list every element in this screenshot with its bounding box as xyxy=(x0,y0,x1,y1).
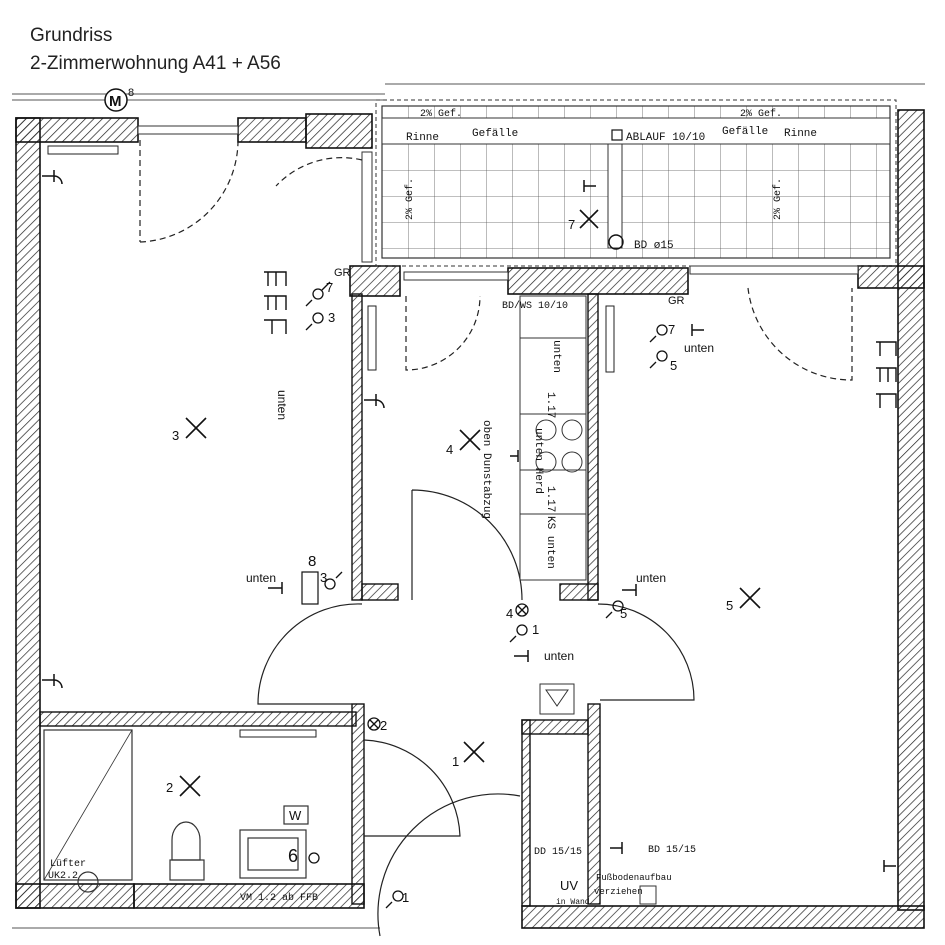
outlet-group-icons xyxy=(264,271,897,408)
switch-number-5b: 5 xyxy=(620,606,627,621)
balcony-slope-side-right: 2% Gef. xyxy=(772,178,784,220)
page-subtitle: 2-Zimmerwohnung A41 + A56 xyxy=(30,53,281,74)
meter-letter: M xyxy=(109,93,122,110)
balcony-light-number: 7 xyxy=(568,217,575,232)
exterior-walls xyxy=(15,109,925,929)
gr-right-label: GR xyxy=(668,295,685,307)
dd-left-label: DD 15/15 xyxy=(534,846,582,858)
unten-bed-top: unten xyxy=(636,571,666,585)
floor-build-label: Fußbodenaufbau xyxy=(596,873,672,883)
kitchen-unten-1: unten xyxy=(550,340,562,373)
radiator-icons xyxy=(47,145,615,738)
kitchen-height-2: 1.17 xyxy=(544,486,556,512)
switch-icons xyxy=(305,281,668,909)
meter-icon xyxy=(104,88,128,112)
room-number-4: 4 xyxy=(446,442,453,457)
switch-number-7a: 7 xyxy=(326,280,333,295)
room-number-5: 5 xyxy=(726,598,733,613)
switch-number-2: 2 xyxy=(380,718,387,733)
kitchen-unten-herd: unten Herd xyxy=(532,428,544,494)
kitchen-counter xyxy=(519,295,587,581)
washer-number: 6 xyxy=(288,846,298,866)
unten-hall: unten xyxy=(544,649,574,663)
room-number-3: 3 xyxy=(172,428,179,443)
range-hood-label: oben Dunstabzug xyxy=(480,420,492,519)
door-swings xyxy=(139,140,853,937)
bd-ws-label: BD/WS 10/10 xyxy=(502,300,568,312)
room-number-1: 1 xyxy=(452,754,459,769)
switch-number-7b: 7 xyxy=(668,322,675,337)
kitchen-height-1: 1.17 xyxy=(544,392,556,418)
bd-right-label: BD 15/15 xyxy=(648,844,696,856)
balcony xyxy=(375,99,897,267)
unten-door: unten xyxy=(246,571,276,585)
room-number-2: 2 xyxy=(166,780,173,795)
uv-label: UV xyxy=(560,878,578,893)
balcony-slope-side-left: 2% Gef. xyxy=(404,178,416,220)
gr-left-label: GR xyxy=(334,267,351,279)
vm-label: VM 1.2 ab FFB xyxy=(240,892,318,904)
gutter-right: Rinne xyxy=(784,128,817,140)
gutter-left: Rinne xyxy=(406,132,439,144)
fan-code: UK2.2 xyxy=(48,871,78,882)
switch-number-4: 4 xyxy=(506,606,513,621)
meter-number: 8 xyxy=(128,87,134,99)
unten-bed: unten xyxy=(684,341,714,355)
site-lines xyxy=(12,83,925,929)
pull-label: verziehen xyxy=(594,887,643,897)
page-title: Grundriss xyxy=(30,25,113,46)
balcony-slope-top-right: 2% Gef. xyxy=(740,108,782,120)
fall-right: Gefälle xyxy=(722,126,768,138)
fan-label: Lüfter xyxy=(50,858,86,870)
ceiling-light-icons xyxy=(179,417,761,797)
switch-number-5a: 5 xyxy=(670,358,677,373)
fall-left: Gefälle xyxy=(472,128,518,140)
socket-icons xyxy=(42,170,896,872)
kitchen-fridge: KS unten xyxy=(544,516,556,569)
intercom-box xyxy=(301,571,319,605)
switch-number-1b: 1 xyxy=(402,890,409,905)
uv-sub-label: in Wand xyxy=(556,898,590,907)
bathroom-fixtures xyxy=(43,729,309,893)
balcony-slope-top-left: 2% Gef. xyxy=(420,108,462,120)
distribution-box xyxy=(539,683,657,905)
intercom-number: 8 xyxy=(308,553,316,570)
drain-label: ABLAUF 10/10 xyxy=(626,132,705,144)
floor-drain-label: BD ø15 xyxy=(634,240,674,252)
switch-number-3b: 3 xyxy=(320,570,327,585)
unten-living: unten xyxy=(275,390,289,420)
washer-label: W xyxy=(289,808,302,823)
balcony-light-icon xyxy=(579,209,599,229)
interior-walls xyxy=(39,293,601,907)
switch-number-3a: 3 xyxy=(328,310,335,325)
switch-number-1a: 1 xyxy=(532,622,539,637)
